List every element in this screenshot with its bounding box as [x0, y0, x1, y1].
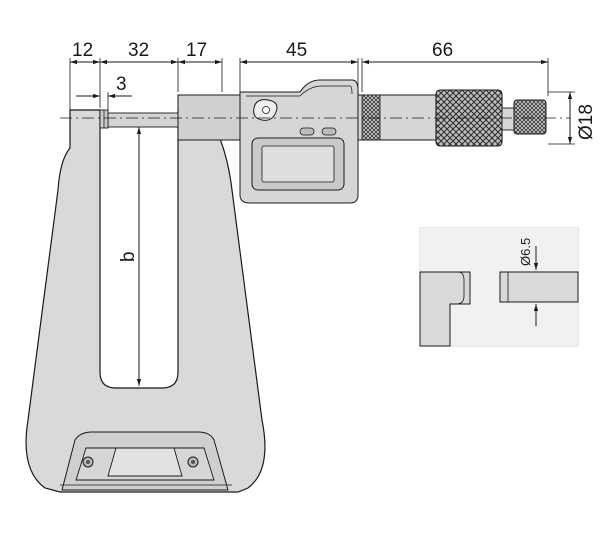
dim-label-12: 12	[72, 40, 93, 61]
button-right-icon	[321, 127, 337, 136]
dim-label-spindle-dia: Ø18	[576, 104, 597, 140]
dim-label-32: 32	[128, 40, 149, 61]
dim-label-gap: 3	[116, 74, 127, 95]
spindle-sleeve	[177, 94, 241, 141]
frame-base-window	[107, 447, 183, 477]
dim-label-depth: b	[118, 251, 139, 262]
ratchet-knob	[513, 99, 547, 135]
detail-dia-label: Ø6.5	[518, 238, 533, 266]
button-left-icon	[299, 127, 315, 136]
spindle-rod	[107, 112, 179, 128]
dim-label-17: 17	[186, 40, 207, 61]
frame-body	[25, 109, 266, 493]
dimension-lines	[69, 58, 575, 386]
dim-label-45: 45	[286, 40, 307, 61]
thimble-scale	[361, 94, 381, 141]
detail-inset	[419, 227, 579, 347]
dim-label-66: 66	[432, 40, 453, 61]
